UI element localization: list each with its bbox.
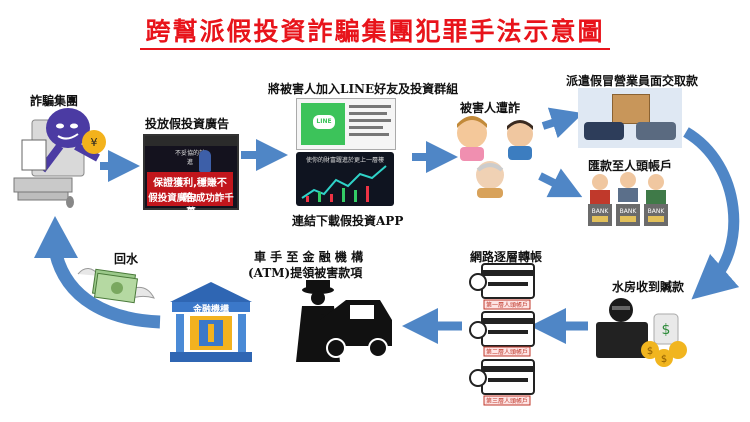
arrow-to-remit — [538, 168, 583, 198]
arrow-return-loop — [48, 248, 161, 329]
label-download-app: 連結下載假投資APP — [292, 214, 404, 228]
line-chat-screen: LINE — [296, 98, 396, 150]
label-ads: 投放假投資廣告 — [145, 117, 230, 131]
bank-building: 金融機構 — [166, 280, 256, 364]
ad-small-text: 不妥協的前進 — [175, 150, 206, 166]
label-courier: 派遣假冒營業員面交取款 — [566, 74, 699, 88]
bank-tag-1: BANK — [592, 208, 610, 215]
diagram-title: 跨幫派假投資詐騙集團犯罪手法示意圖 — [145, 17, 605, 46]
app-chart-icon — [301, 165, 387, 202]
ad-screen: 不妥協的前進 保證獲利,穩賺不賠! 假投資廣告成功詐千萬 — [143, 134, 239, 218]
label-victims: 被害人遭詐 — [460, 101, 521, 115]
label-return-funds: 回水 — [114, 252, 139, 266]
label-remit: 匯款至人頭帳戶 — [588, 159, 673, 173]
svg-text:$: $ — [661, 354, 667, 365]
label-layered-transfer: 網路逐層轉帳 — [470, 250, 543, 264]
arrow-to-courier — [541, 107, 584, 139]
label-money-house: 水房收到贓款 — [612, 280, 685, 294]
label-withdraw-line1: 車 手 至 金 融 機 構 — [254, 250, 364, 264]
svg-text:$: $ — [647, 346, 653, 357]
bank-tag-3: BANK — [648, 208, 666, 215]
ad-headline: 保證獲利,穩賺不賠! — [147, 172, 233, 206]
line-logo-icon: LINE — [313, 115, 335, 129]
cash-box-icon — [612, 94, 650, 124]
svg-text:¥: ¥ — [91, 136, 98, 149]
bank-sign: 金融機構 — [192, 305, 229, 315]
title-underline — [140, 48, 610, 50]
ad-presenter — [199, 150, 211, 172]
bank-tag-2: BANK — [620, 208, 638, 215]
arrow-to-money-house — [683, 127, 740, 300]
account-layer-1: 第一層人頭帳戶 — [486, 301, 528, 309]
label-withdraw-line2: (ATM)提領被害款項 — [248, 266, 363, 280]
label-fraud-group: 詐騙集團 — [30, 94, 79, 108]
arrow-return-head — [34, 216, 78, 258]
ad-caption: 假投資廣告成功詐千萬 — [148, 193, 234, 218]
account-layer-3: 第三層人頭帳戶 — [486, 397, 528, 405]
app-screen-text: 使你的財富躍進於更上一層樓 — [305, 157, 384, 164]
account-layer-2: 第二層人頭帳戶 — [486, 348, 528, 356]
courier-illustration — [578, 88, 682, 148]
label-add-line: 將被害人加入LINE好友及投資群組 — [268, 82, 459, 96]
svg-text:$: $ — [662, 322, 671, 338]
app-screen: 使你的財富躍進於更上一層樓 — [296, 152, 394, 206]
